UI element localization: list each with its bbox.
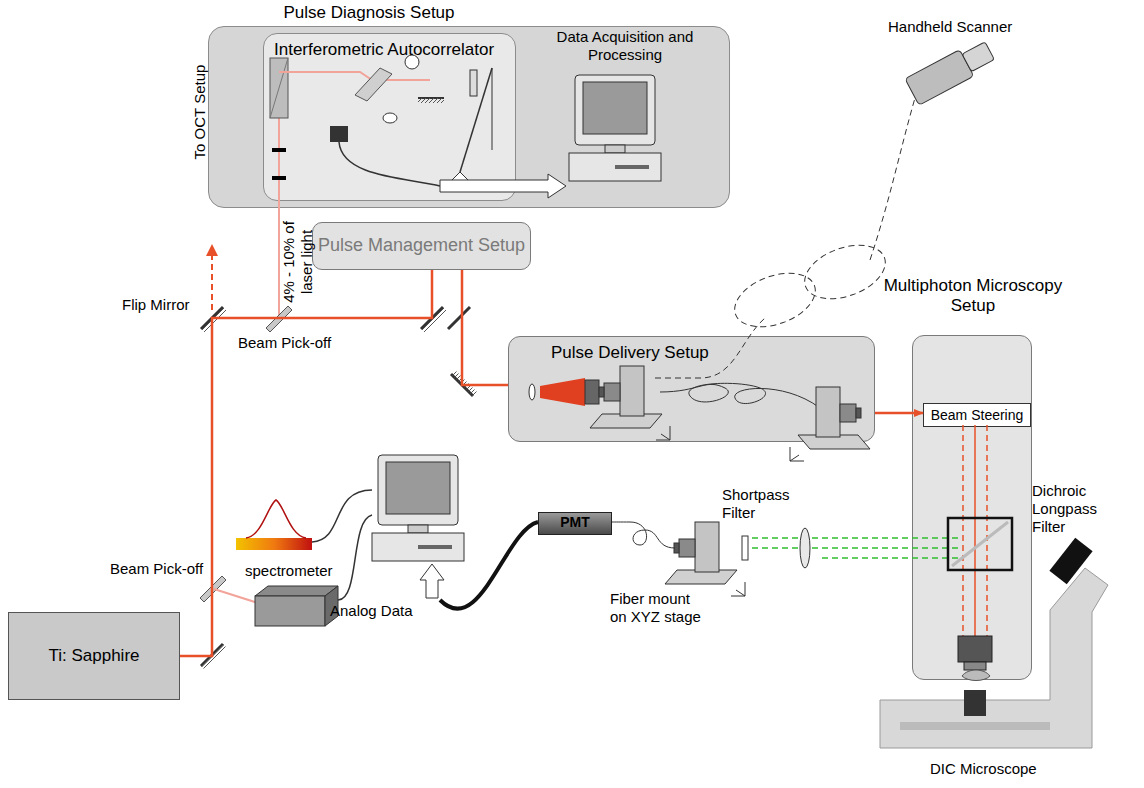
node-title: Ti: Sapphire (48, 646, 139, 666)
annotation-label: Beam Pick-off (238, 334, 331, 352)
annotation-label: Handheld Scanner (888, 18, 1012, 36)
node-title: Multiphoton Microscopy Setup (883, 276, 1063, 316)
laser-beam (180, 270, 432, 656)
annotation-label: Shortpass Filter (722, 486, 802, 522)
node-title: Pulse Diagnosis Setup (269, 3, 469, 23)
setup-panel: Multiphoton Microscopy SetupBeam Steerin… (912, 335, 1032, 680)
node-title: Interferometric Autocorrelator (274, 40, 494, 60)
annotation-label: To OCT Setup (191, 57, 209, 167)
annotation-label: Fiber mount on XYZ stage (610, 590, 710, 626)
annotation-label: spectrometer (245, 562, 333, 580)
annotation-label: DIC Microscope (930, 760, 1037, 778)
node-title: Beam Steering (931, 407, 1024, 424)
annotation-label: Flip Mirror (122, 296, 190, 314)
annotation-label: Data Acquisition and Processing (550, 28, 700, 64)
laser-beam (462, 270, 508, 385)
microscope-stage (900, 722, 1050, 730)
annotation-label: 4% - 10% of laser light (280, 212, 316, 312)
component-box: Beam Steering (923, 403, 1031, 427)
detector-box: PMT (538, 512, 612, 535)
node-title: Pulse Delivery Setup (551, 343, 709, 363)
annotation-label: Beam Pick-off (110, 560, 203, 578)
laser-beam (875, 412, 923, 415)
setup-box: Pulse Management Setup (312, 222, 531, 270)
node-title: Pulse Management Setup (318, 235, 525, 257)
annotation-label: Dichroic Longpass Filter (1032, 482, 1132, 536)
eyepiece (1049, 538, 1092, 585)
laser-source: Ti: Sapphire (8, 612, 180, 700)
annotation-label: Analog Data (330, 602, 413, 620)
node-title: PMT (560, 513, 590, 532)
